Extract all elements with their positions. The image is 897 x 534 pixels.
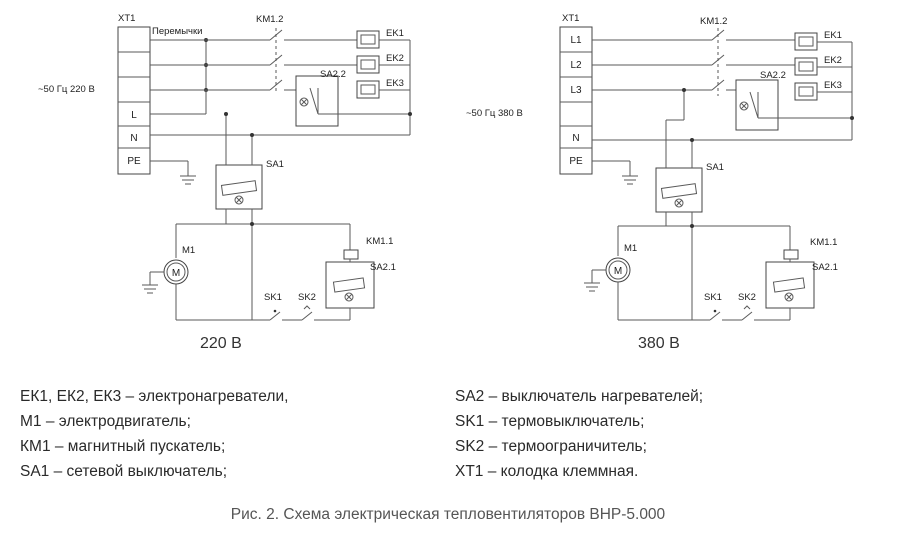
sk1-label: SK1 — [704, 292, 722, 303]
km12-label: KM1.2 — [256, 14, 283, 25]
coil-km11 — [783, 249, 799, 260]
heater-ek3 — [794, 82, 818, 101]
km11-label: KM1.1 — [810, 237, 837, 248]
ek1-label: EK1 — [386, 28, 404, 39]
heater-ek2 — [794, 57, 818, 76]
ek1-label: EK1 — [824, 30, 842, 41]
legend-item: ЕК1, ЕК2, ЕК3 – электронагреватели, — [20, 388, 288, 405]
switch-sa22 — [295, 75, 339, 127]
terminal-block: L1 L2 L3 N PE — [559, 26, 593, 175]
legend-item: SK1 – термовыключатель; — [455, 413, 644, 430]
km11-label: KM1.1 — [366, 236, 393, 247]
sk1-label: SK1 — [264, 292, 282, 303]
schematic-caption: 380 В — [638, 335, 680, 352]
schematic-caption: 220 В — [200, 335, 242, 352]
xt1-label: XT1 — [118, 13, 135, 24]
sk2-label: SK2 — [298, 292, 316, 303]
motor-m1: M — [163, 259, 189, 285]
xt1-label: XT1 — [562, 13, 579, 24]
legend-item: М1 – электродвигатель; — [20, 413, 191, 430]
terminal-label: L1 — [570, 35, 582, 46]
heater-ek1 — [356, 30, 380, 49]
legend-item: SA1 – сетевой выключатель; — [20, 463, 227, 480]
ek2-label: EK2 — [824, 55, 842, 66]
contactor-km12 — [269, 28, 283, 92]
motor-m1: M — [605, 257, 631, 283]
figure-caption: Рис. 2. Схема электрическая тепловентиля… — [231, 506, 666, 523]
m1-label: M1 — [182, 245, 195, 256]
supply-label: ~50 Гц 220 В — [38, 84, 95, 95]
ek2-label: EK2 — [386, 53, 404, 64]
sk2-label: SK2 — [738, 292, 756, 303]
terminal-label: L — [131, 110, 137, 121]
thermo-limiter-sk2 — [282, 305, 313, 321]
jumpers-label: Перемычки — [152, 26, 202, 37]
sa21-label: SA2.1 — [812, 262, 838, 273]
terminal-label: L3 — [570, 85, 582, 96]
sa22-label: SA2.2 — [760, 70, 786, 81]
schematic-220v: L N PE XT1 Перемычки KM1.2 ~50 Гц 220 В — [38, 13, 412, 352]
schematic-380v: L1 L2 L3 N PE XT1 KM1.2 ~50 Гц 380 В — [466, 13, 854, 352]
coil-km11 — [343, 249, 359, 260]
km12-label: KM1.2 — [700, 16, 727, 27]
contactor-km12 — [711, 28, 725, 96]
sa21-label: SA2.1 — [370, 262, 396, 273]
heater-ek2 — [356, 55, 380, 74]
motor-symbol: M — [614, 266, 622, 277]
terminal-label: PE — [127, 156, 141, 167]
m1-label: M1 — [624, 243, 637, 254]
terminal-label: N — [130, 133, 137, 144]
sa1-label: SA1 — [706, 162, 724, 173]
terminal-block: L N PE — [117, 26, 151, 175]
heater-ek1 — [794, 32, 818, 51]
sa22-label: SA2.2 — [320, 69, 346, 80]
terminal-label: N — [572, 133, 579, 144]
heater-ek3 — [356, 80, 380, 99]
legend-item: ХТ1 – колодка клеммная. — [455, 463, 638, 480]
ek3-label: EK3 — [386, 78, 404, 89]
sa1-label: SA1 — [266, 159, 284, 170]
legend-item: SA2 – выключатель нагревателей; — [455, 388, 703, 405]
legend-item: КМ1 – магнитный пускатель; — [20, 438, 225, 455]
thermo-limiter-sk2 — [722, 305, 753, 321]
thermostat-sk1 — [709, 309, 721, 321]
switch-sa21 — [325, 261, 375, 309]
supply-label: ~50 Гц 380 В — [466, 108, 523, 119]
switch-sa21 — [765, 261, 815, 309]
switch-sa1 — [215, 164, 263, 210]
ek3-label: EK3 — [824, 80, 842, 91]
terminal-label: PE — [569, 156, 583, 167]
motor-symbol: M — [172, 268, 180, 279]
thermostat-sk1 — [269, 309, 281, 321]
switch-sa22 — [735, 79, 779, 131]
switch-sa1 — [655, 167, 703, 213]
legend-item: SK2 – термоограничитель; — [455, 438, 647, 455]
legend: ЕК1, ЕК2, ЕК3 – электронагреватели, М1 –… — [20, 388, 703, 480]
terminal-label: L2 — [570, 60, 582, 71]
